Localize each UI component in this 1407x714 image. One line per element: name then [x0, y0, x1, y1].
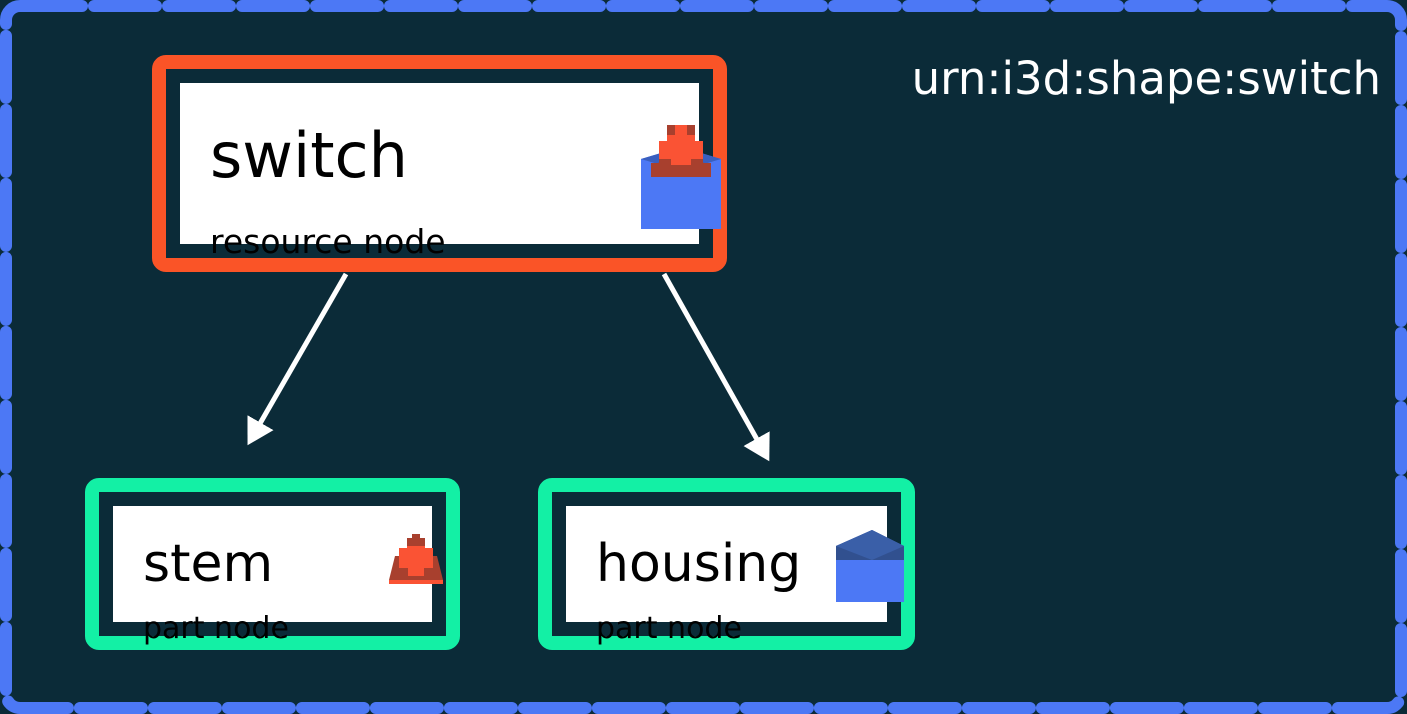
node-housing-title: housing — [596, 534, 802, 594]
node-switch[interactable]: switch resource node — [152, 55, 727, 272]
node-stem[interactable]: stem part node — [85, 478, 460, 650]
housing-cube-icon — [836, 530, 904, 602]
node-switch-body: switch resource node — [180, 83, 721, 258]
node-housing[interactable]: housing part node — [538, 478, 915, 650]
node-housing-body: housing part node — [566, 506, 904, 644]
stem-icon — [389, 534, 443, 584]
edge-switch-to-housing — [661, 272, 770, 462]
node-stem-body: stem part node — [113, 506, 443, 644]
switch-cube-icon — [641, 125, 721, 229]
node-switch-title: switch — [210, 119, 408, 192]
edge-switch-to-stem — [247, 272, 349, 446]
node-stem-subtitle: part node — [143, 611, 289, 646]
node-stem-title: stem — [143, 534, 274, 594]
graph-title: urn:i3d:shape:switch — [911, 52, 1381, 105]
node-switch-subtitle: resource node — [210, 222, 446, 261]
node-housing-subtitle: part node — [596, 611, 742, 646]
